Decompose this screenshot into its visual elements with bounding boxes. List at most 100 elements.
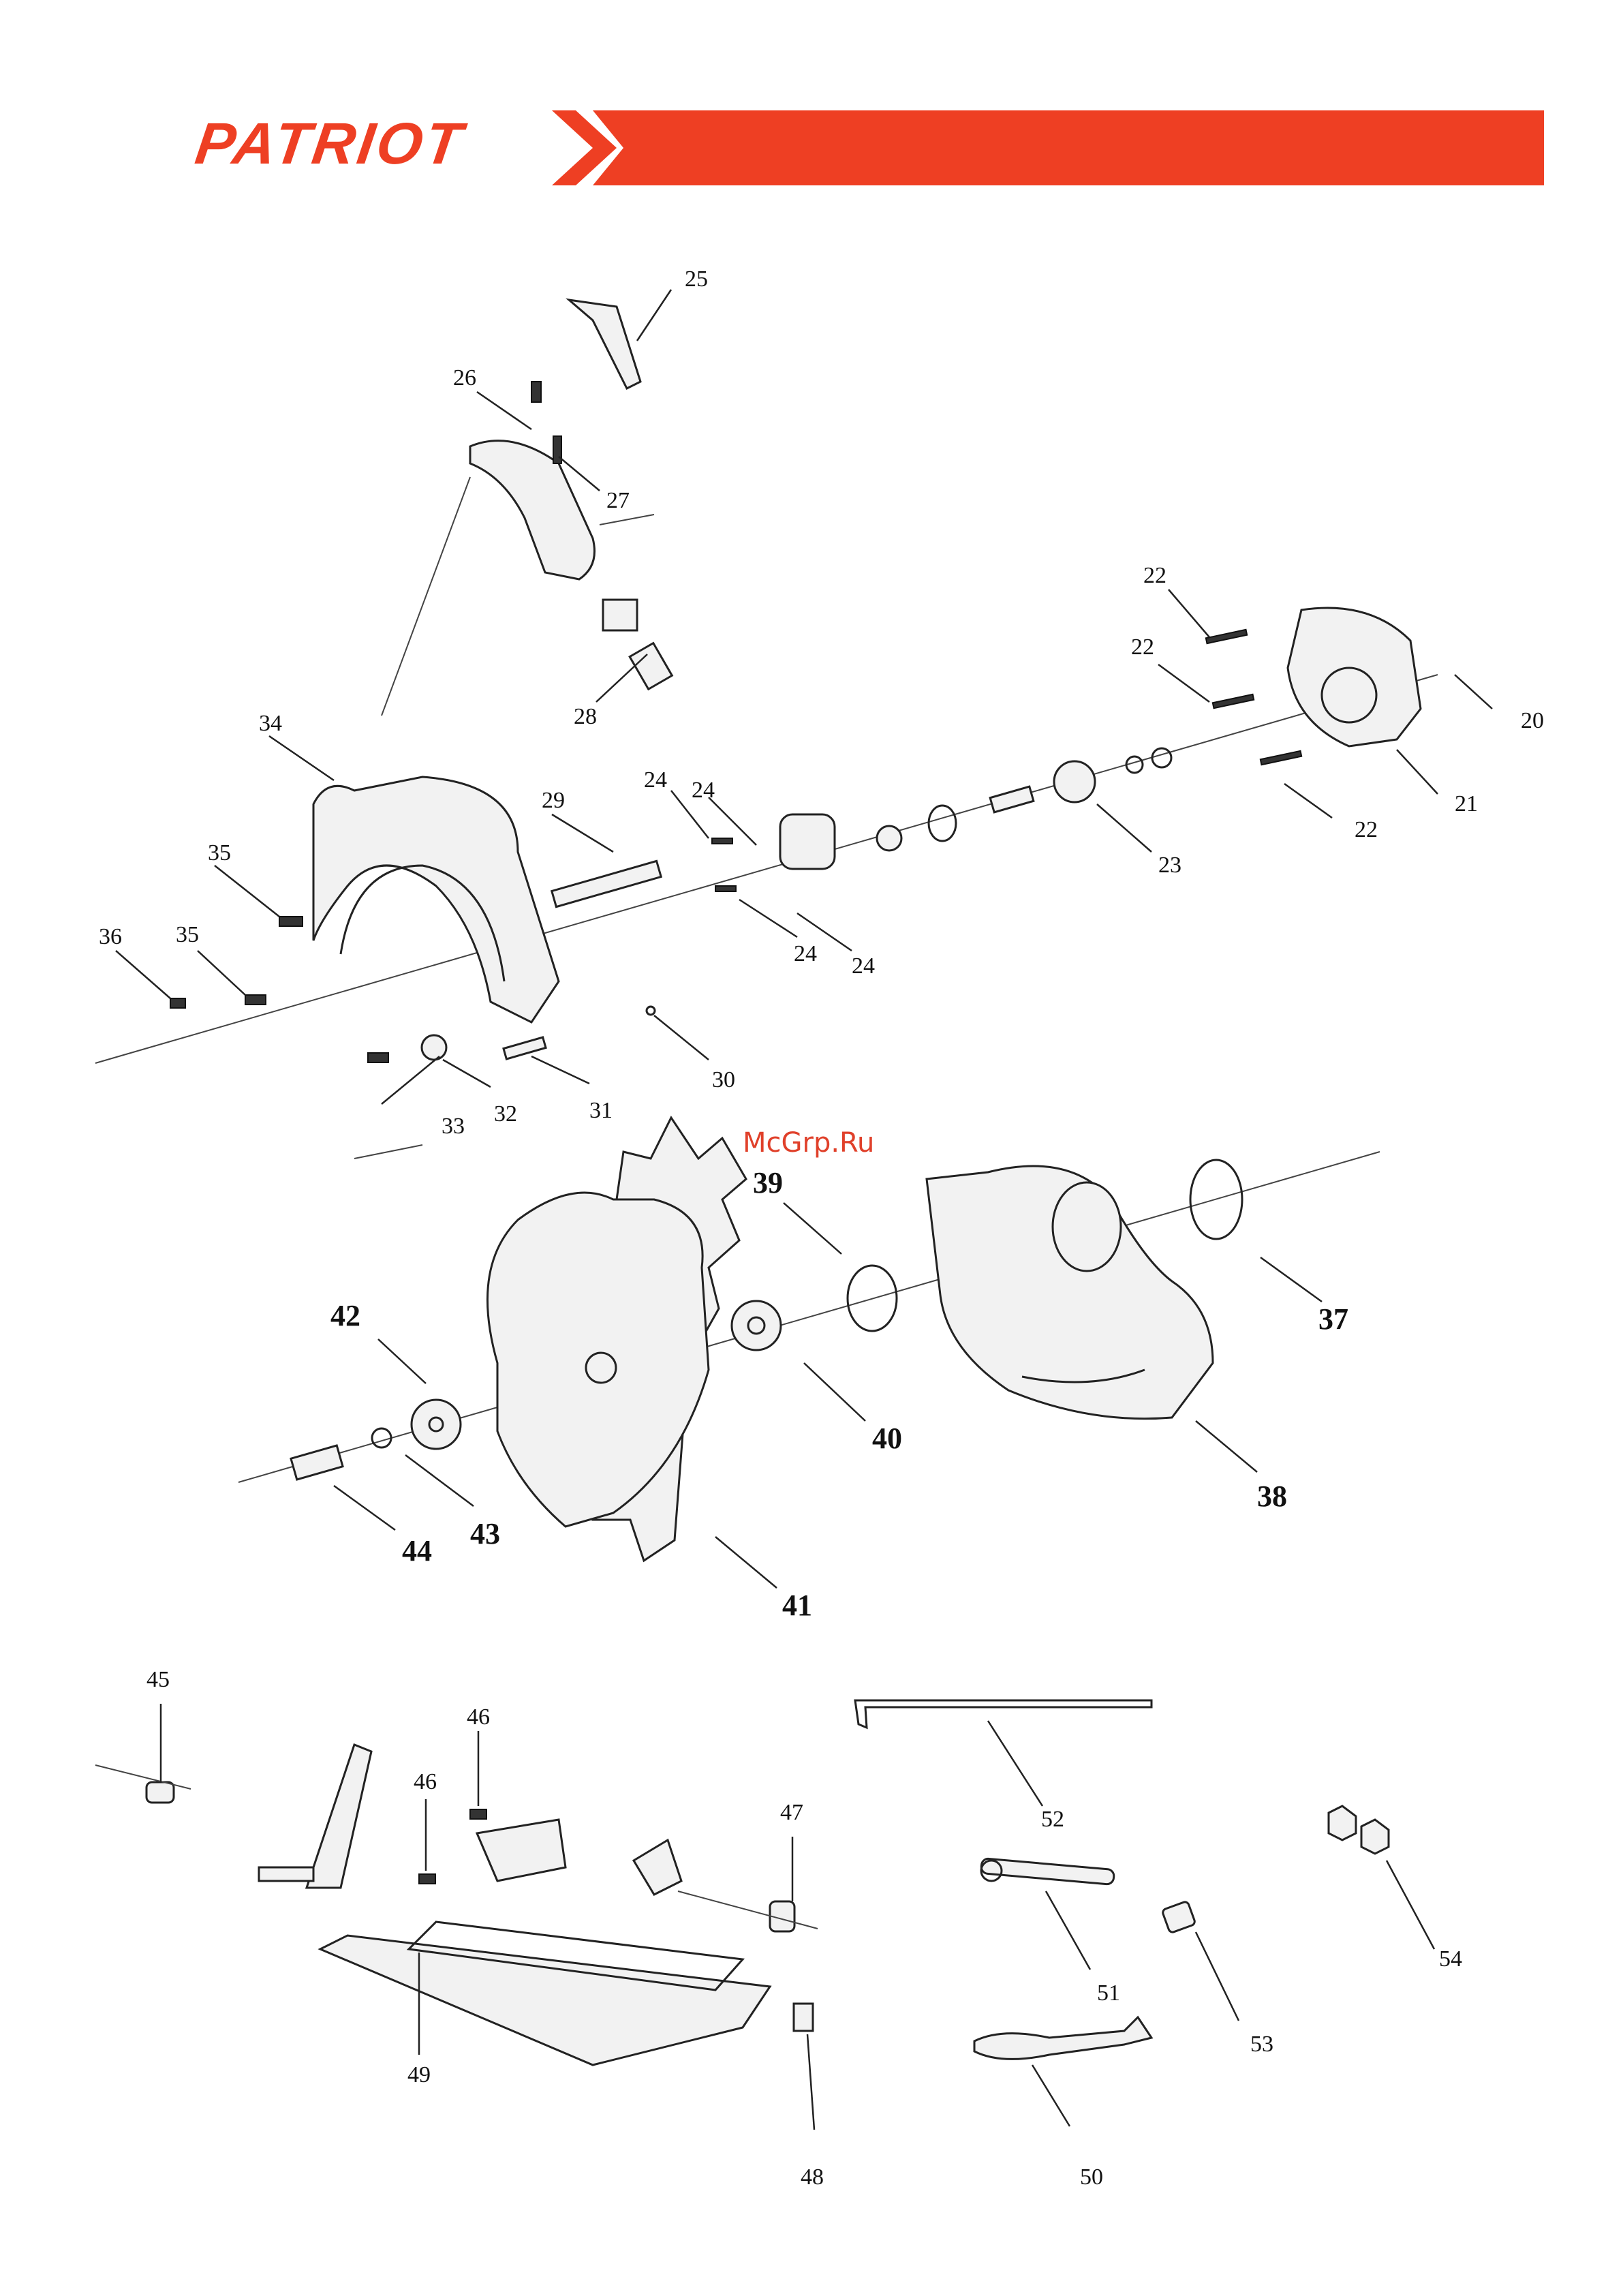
part-26-screw	[531, 382, 541, 402]
part-23-gear	[1054, 761, 1095, 802]
part-45-knob	[146, 1782, 174, 1803]
part-washer-2	[1152, 748, 1171, 767]
part-31-pin	[504, 1037, 546, 1059]
part-53-clamp	[1162, 1901, 1196, 1933]
part-44-bolt	[291, 1445, 343, 1480]
part-24-screw-a	[712, 838, 732, 844]
gearbox-assembly	[95, 590, 1492, 1159]
leader-25	[637, 290, 671, 341]
leader-41	[715, 1537, 777, 1588]
leader-23	[1097, 804, 1151, 852]
leader-37	[1261, 1257, 1322, 1302]
part-48-nut	[794, 2004, 813, 2031]
label-49: 49	[407, 2062, 431, 2087]
part-27-spring	[553, 436, 561, 463]
leader-50	[1032, 2065, 1070, 2126]
part-22-screw-b	[1213, 694, 1254, 708]
leader-51	[1046, 1891, 1090, 1970]
label-48: 48	[801, 2164, 824, 2190]
label-33: 33	[442, 1114, 465, 1139]
part-bearing	[877, 826, 901, 851]
leader-40	[804, 1363, 865, 1421]
label-20: 20	[1521, 708, 1544, 733]
label-50: 50	[1080, 2164, 1103, 2190]
part-switch	[603, 600, 637, 630]
label-42: 42	[330, 1299, 360, 1332]
part-34-upper-guard	[313, 777, 559, 1022]
leader-33	[382, 1056, 439, 1104]
label-43: 43	[470, 1517, 500, 1550]
part-29-spindle	[552, 861, 661, 906]
label-35-a: 35	[208, 840, 231, 866]
axis-main-upper	[95, 675, 1438, 1063]
label-25: 25	[685, 266, 708, 292]
part-number-labels: 20 21 22 22 22 23 24 24 24 24 25 26 27 2…	[99, 266, 1544, 2190]
part-35-screw-a	[279, 917, 303, 926]
label-22-c: 22	[1355, 817, 1378, 842]
leader-22c	[1284, 784, 1332, 818]
part-43-washer	[372, 1428, 391, 1448]
label-47: 47	[780, 1800, 803, 1825]
leader-22a	[1169, 590, 1209, 637]
label-30: 30	[712, 1067, 735, 1092]
axis-handle-screw	[600, 515, 654, 525]
part-21-gear-housing	[1288, 608, 1421, 746]
leader-30	[654, 1015, 709, 1060]
label-46-a: 46	[467, 1704, 490, 1730]
label-34: 34	[259, 711, 282, 736]
part-25-cover	[569, 300, 640, 388]
part-circlip	[929, 806, 956, 841]
label-35-b: 35	[176, 922, 199, 947]
part-42-outer-flange	[412, 1400, 461, 1449]
leader-29	[552, 814, 613, 852]
part-24-screw-b	[715, 886, 736, 891]
part-angle-bracket	[634, 1840, 681, 1895]
part-handle-body	[470, 441, 595, 579]
label-24-c: 24	[794, 941, 817, 966]
part-35-screw-b	[245, 995, 266, 1005]
label-21: 21	[1455, 791, 1478, 816]
base-plate-assembly	[95, 1704, 818, 2130]
part-54-nut-a	[1329, 1806, 1356, 1840]
label-52: 52	[1041, 1807, 1064, 1832]
part-22-screw-a	[1206, 630, 1247, 643]
leader-48	[807, 2034, 814, 2130]
leader-31	[531, 1056, 589, 1084]
label-26: 26	[453, 365, 476, 391]
label-24-d: 24	[852, 953, 875, 979]
leader-38	[1196, 1421, 1257, 1472]
part-depth-bracket	[307, 1745, 371, 1888]
label-54: 54	[1439, 1946, 1462, 1972]
label-44: 44	[402, 1534, 432, 1567]
label-46-b: 46	[414, 1769, 437, 1794]
part-22-screw-c	[1261, 751, 1301, 765]
leader-52	[988, 1721, 1042, 1806]
label-51: 51	[1097, 1980, 1120, 2006]
blade-assembly	[238, 1118, 1380, 1588]
axis-base-left	[95, 1765, 191, 1789]
label-32: 32	[494, 1101, 517, 1127]
label-24-b: 24	[692, 778, 715, 803]
part-30-ring	[647, 1007, 655, 1015]
label-39: 39	[753, 1166, 783, 1199]
leader-20	[1455, 675, 1492, 709]
leader-44	[334, 1486, 395, 1530]
leader-24c	[739, 900, 797, 937]
part-40-flange	[732, 1301, 781, 1350]
label-27: 27	[606, 488, 630, 513]
label-45: 45	[146, 1667, 170, 1692]
part-52-hex-key	[855, 1700, 1151, 1728]
label-29: 29	[542, 788, 565, 813]
leader-28	[596, 654, 647, 702]
label-36: 36	[99, 924, 122, 949]
leader-42	[378, 1339, 426, 1383]
leader-36	[116, 951, 170, 998]
leader-32	[443, 1060, 491, 1087]
part-bracket-base	[259, 1867, 313, 1881]
leader-34	[269, 736, 334, 780]
label-31: 31	[589, 1098, 613, 1123]
label-28: 28	[574, 704, 597, 729]
label-53: 53	[1250, 2032, 1273, 2057]
leader-21	[1397, 750, 1438, 794]
